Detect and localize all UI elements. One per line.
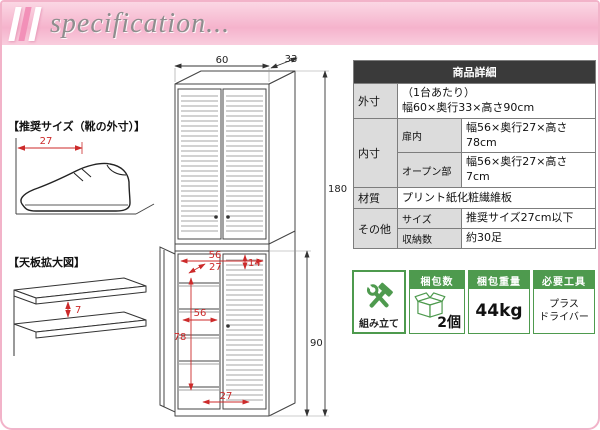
shoe-illustration: 27	[15, 136, 155, 215]
shoe-length-value: 27	[40, 136, 53, 147]
inner-dims-label: 内寸	[353, 117, 398, 189]
inner-open-label: オープン部	[397, 152, 462, 189]
louver-lines	[226, 259, 263, 401]
cabinet-body	[174, 70, 296, 417]
required-tools-line2: ドライバー	[539, 312, 589, 323]
inner-door-value: 幅56×奥行27×高さ78cm	[461, 117, 596, 154]
dim-bottom-depth: 27	[220, 391, 233, 402]
info-badges: 組み立て 梱包数 2個 梱包重量 44kg	[352, 270, 595, 334]
louver-lines	[181, 95, 218, 232]
cabinet-drawing: 60 33 180 90 56 27 14 78 56 27	[159, 54, 347, 417]
dim-height-lower: 90	[310, 338, 323, 349]
door-frames	[177, 88, 267, 410]
package-count-label: 梱包数	[410, 271, 464, 289]
gap-value: 7	[75, 305, 81, 316]
material-value: プリント紙化粧繊維板	[397, 187, 596, 210]
recommended-size-label: 【推奨サイズ（靴の外寸）】	[8, 120, 146, 133]
black-dimension-arrows	[174, 57, 328, 417]
shoe-lace-lines	[73, 164, 127, 182]
top-board-illustration: 7	[13, 277, 147, 356]
page-title: specification...	[50, 7, 231, 39]
other-label: その他	[353, 208, 398, 250]
dim-shelf-width: 56	[194, 308, 207, 319]
size-label: サイズ	[397, 208, 462, 230]
dim-inner-depth: 27	[209, 262, 222, 273]
dim-inner-height: 78	[174, 332, 187, 343]
required-tools-badge: 必要工具 プラス ドライバー	[533, 270, 595, 334]
dim-open-gap: 14	[248, 258, 261, 269]
assembly-label: 組み立て	[359, 319, 399, 330]
dim-height-total: 180	[328, 184, 347, 195]
package-weight-label: 梱包重量	[469, 271, 529, 289]
outer-dims-note: （1台あたり）	[402, 86, 475, 99]
tools-icon	[366, 282, 393, 308]
dim-width: 60	[216, 55, 229, 66]
spec-table-title: 商品詳細	[353, 60, 596, 84]
top-board-enlarged-label: 【天板拡大図】	[8, 256, 85, 269]
shoe-outline	[20, 162, 131, 212]
package-count-value: 2個	[437, 315, 461, 331]
red-dimension-arrows	[180, 254, 264, 405]
outer-dims-size: 幅60×奥行33×高さ90cm	[402, 100, 535, 114]
package-box-icon	[414, 292, 446, 318]
package-weight-badge: 梱包重量 44kg	[468, 270, 530, 334]
shelf-thickness-lines	[179, 285, 219, 391]
capacity-label: 収納数	[397, 228, 462, 250]
inner-open-value: 幅56×奥行27×高さ7cm	[461, 152, 596, 189]
material-label: 材質	[353, 187, 398, 210]
outer-dims-value: （1台あたり） 幅60×奥行33×高さ90cm	[397, 83, 596, 119]
assembly-badge: 組み立て	[352, 270, 406, 334]
package-weight-value: 44kg	[475, 301, 523, 321]
outer-dims-label: 外寸	[353, 83, 398, 119]
dim-depth: 33	[285, 54, 298, 65]
capacity-value: 約30足	[461, 228, 596, 250]
inner-door-label: 扉内	[397, 117, 462, 154]
header-stripes-decoration	[8, 6, 42, 41]
board-perspective-lines	[13, 277, 147, 356]
shelf-lines	[179, 282, 219, 388]
spec-table: 商品詳細 外寸 （1台あたり） 幅60×奥行33×高さ90cm 内寸 扉内 幅5…	[353, 60, 596, 250]
unit-divider	[175, 230, 296, 252]
size-value: 推奨サイズ27cm以下	[461, 208, 596, 230]
dim-inner-width: 56	[209, 250, 222, 261]
open-door	[159, 246, 176, 413]
page-header: specification...	[2, 2, 598, 48]
required-tools-line1: プラス	[549, 299, 579, 310]
shelf-corner-lines	[15, 138, 155, 215]
door-knobs	[214, 215, 230, 328]
required-tools-label: 必要工具	[534, 271, 594, 289]
package-count-badge: 梱包数 2個	[409, 270, 465, 334]
louver-lines	[226, 95, 263, 232]
